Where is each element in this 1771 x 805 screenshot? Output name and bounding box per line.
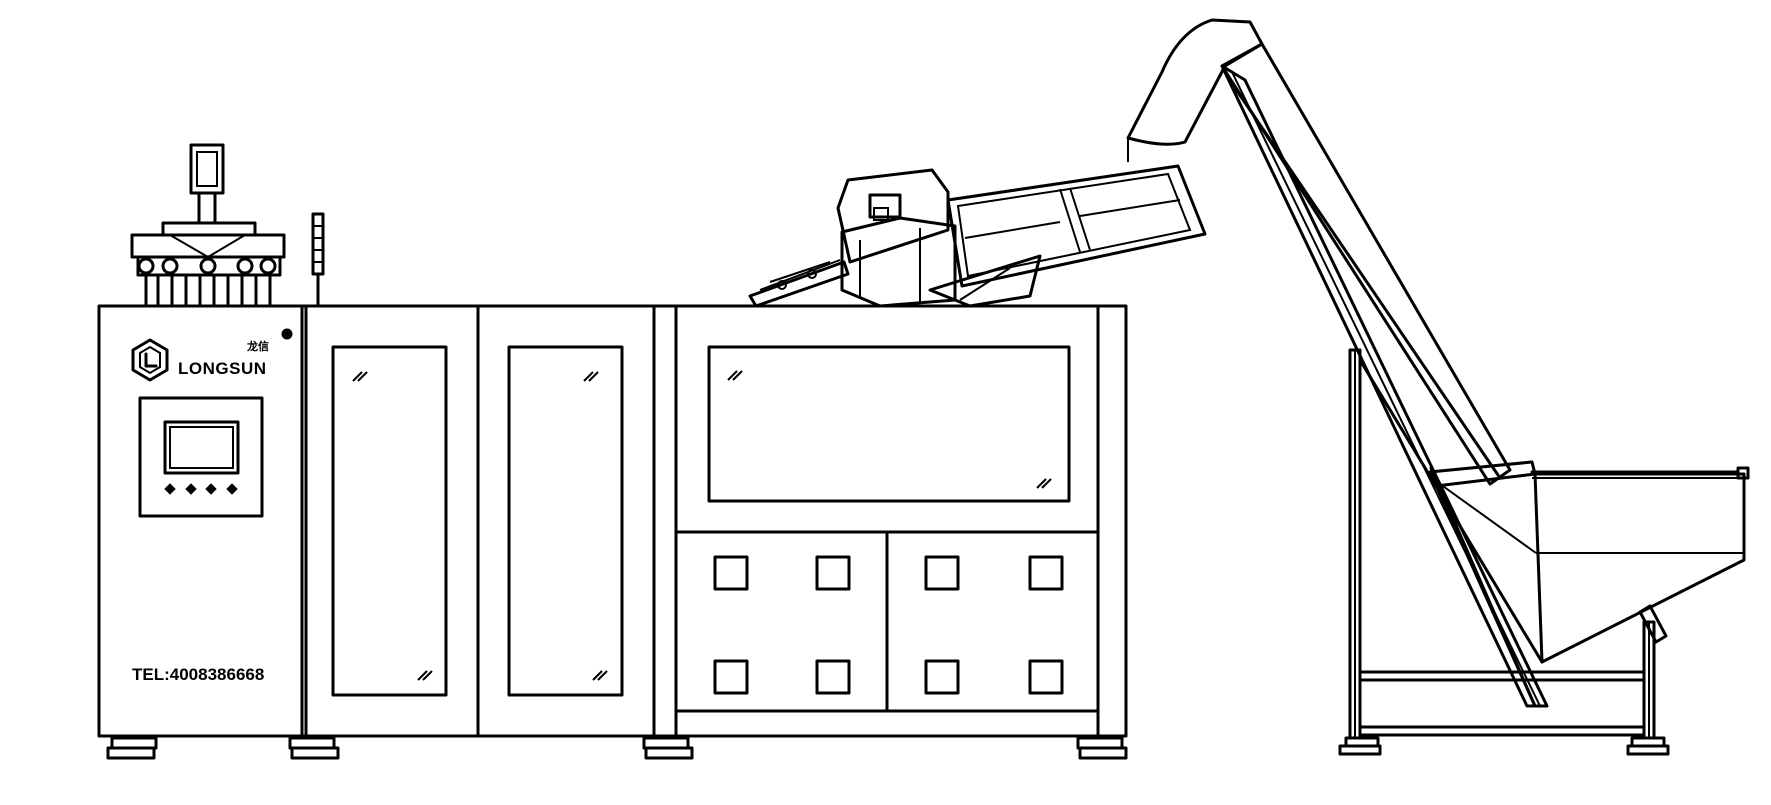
brand-logo (131, 338, 169, 382)
mold-window[interactable] (707, 345, 1071, 503)
indicator-dot (281, 328, 293, 340)
brand-mark-text: 龙信 (246, 339, 269, 353)
hmi-button-3[interactable] (205, 483, 217, 495)
brand-name: LONGSUN (178, 359, 267, 378)
lower-panel-right[interactable] (924, 555, 1064, 695)
oven-door-1[interactable] (331, 345, 448, 697)
preform-loading-head (130, 143, 286, 306)
hmi-button-2[interactable] (185, 483, 197, 495)
lower-panels (674, 530, 1100, 713)
hmi-button-4[interactable] (226, 483, 238, 495)
preform-hopper (1428, 460, 1750, 708)
elevator-support-frame (1338, 348, 1670, 756)
control-cabinet: LONGSUN 龙信 TEL:4008386668 (131, 328, 293, 684)
preform-elevator-conveyor (1126, 18, 1549, 708)
phone-number: TEL:4008386668 (132, 665, 264, 684)
oven-door-2[interactable] (507, 345, 624, 697)
machine-body (97, 304, 1128, 738)
preform-loader-arm (748, 164, 1207, 308)
signal-light-tower (311, 212, 325, 306)
hmi-touch-panel[interactable] (138, 396, 264, 518)
hmi-button-1[interactable] (164, 483, 176, 495)
lower-panel-left[interactable] (713, 555, 851, 695)
leveling-feet (106, 736, 1128, 760)
